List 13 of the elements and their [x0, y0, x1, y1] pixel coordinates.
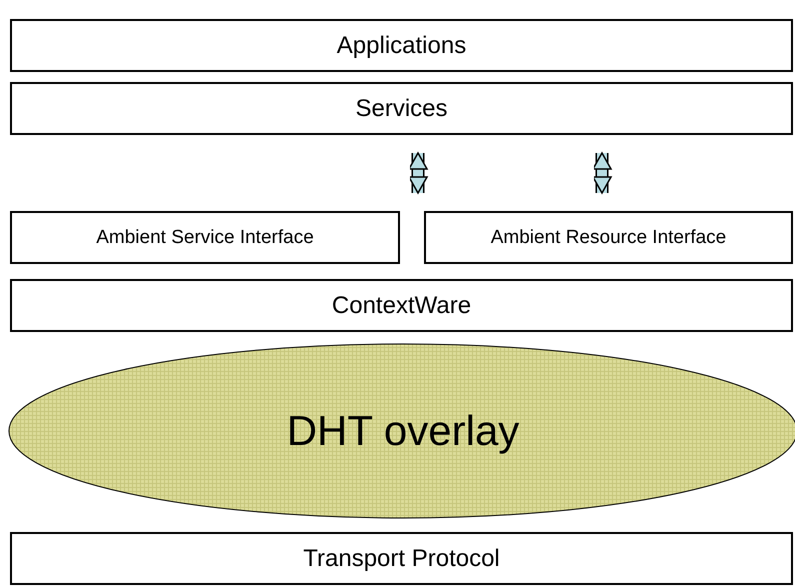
layer-label: ContextWare [332, 292, 472, 320]
layer-box [10, 279, 793, 332]
layer-box [10, 82, 793, 135]
layer-label: Transport Protocol [303, 544, 500, 572]
layer-box [10, 211, 400, 264]
layer-box [10, 532, 793, 585]
layer-label: Applications [336, 32, 466, 60]
layer-label: Ambient Resource Interface [490, 226, 726, 248]
layer-label: Ambient Service Interface [96, 226, 314, 248]
layer-label: DHT overlay [286, 407, 520, 455]
layer-label: Services [355, 94, 448, 122]
layer-box [424, 211, 793, 264]
layer-box [10, 19, 793, 72]
